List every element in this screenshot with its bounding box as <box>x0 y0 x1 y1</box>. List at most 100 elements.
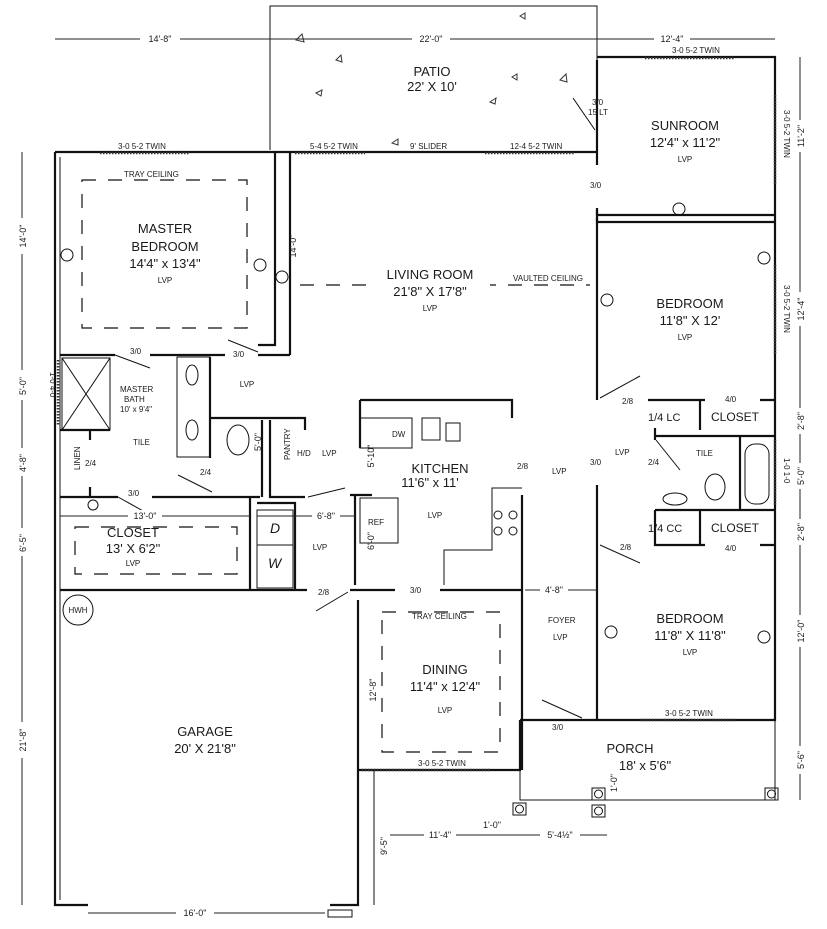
dim-closet-width: 13'-0" <box>134 511 157 521</box>
bedroom-1-name: BEDROOM <box>656 296 723 311</box>
sunroom-name: SUNROOM <box>651 118 719 133</box>
bedroom-2-door: 2/8 <box>620 543 632 552</box>
phone-icon <box>60 248 74 262</box>
kitchen-name: KITCHEN <box>411 461 468 476</box>
bedroom-2: BEDROOM 11'8" X 11'8" LVP 2/8 <box>599 543 771 657</box>
hall-bath-floor: TILE <box>696 449 713 458</box>
garage-door: 2/8 <box>318 588 330 597</box>
bedroom-1-door: 2/8 <box>622 397 634 406</box>
left-dimensions: 14'-0" 5'-0" 4'-8" 6'-5" 21'-8" <box>15 152 29 905</box>
bedroom-1-size: 11'8" X 12' <box>660 313 721 328</box>
dim-bottom-1: 11'-4" <box>429 830 451 840</box>
window-slider: 9' SLIDER <box>410 142 447 151</box>
dining-name: DINING <box>422 662 468 677</box>
closet-1-name: CLOSET <box>711 410 760 424</box>
master-bedroom-name-2: BEDROOM <box>131 239 198 254</box>
dim-bottom-2: 1'-0" <box>483 820 501 830</box>
dim-right-1: 11'-2" <box>796 125 806 147</box>
porch-post-icon <box>512 802 527 816</box>
dim-right-7: 5'-6" <box>796 751 806 769</box>
window-living-top: 5-4 5-2 TWIN <box>310 142 358 151</box>
dim-left-2: 5'-0" <box>18 377 28 395</box>
water-heater-icon <box>62 594 94 626</box>
range-icon <box>493 510 518 536</box>
dim-bottom-3: 5'-4½" <box>547 830 572 840</box>
closet-1-door: 4/0 <box>725 395 737 404</box>
living-room-name: LIVING ROOM <box>387 267 474 282</box>
master-bath-door: 3/0 <box>130 347 142 356</box>
wc-door: 2/4 <box>200 468 212 477</box>
dim-dining-height: 12'-8" <box>368 679 378 702</box>
porch-name: PORCH <box>607 741 654 756</box>
tv-icon <box>600 293 614 307</box>
bedroom-1-door-swing <box>599 375 641 399</box>
dim-top-right: 12'-4" <box>661 34 684 44</box>
top-dimensions: 14'-8" 22'-0" 12'-4" <box>55 33 775 45</box>
dim-porch-post: 1'-0" <box>609 774 619 792</box>
sink-icon <box>185 364 199 386</box>
master-bath-name-1: MASTER <box>120 385 154 394</box>
sink-icon <box>421 417 441 441</box>
front-door-swing <box>541 699 583 719</box>
shower <box>61 357 111 431</box>
closet-door-swing <box>117 496 146 513</box>
living-room: LIVING ROOM 21'8" X 17'8" LVP VAULTED CE… <box>300 262 590 313</box>
phone-icon <box>757 630 771 644</box>
bedroom-2-size: 11'8" X 11'8" <box>654 628 726 643</box>
window-master-bath: 1-0 4-0 <box>48 372 57 398</box>
pantry-floor: LVP <box>322 449 337 458</box>
hose-bib-icon <box>327 909 353 918</box>
bedroom-2-name: BEDROOM <box>656 611 723 626</box>
fan-icon <box>672 202 686 216</box>
dining-size: 11'4" x 12'4" <box>410 679 481 694</box>
sunroom-size: 12'4" x 11'2" <box>650 135 721 150</box>
dim-ref: 6'-0" <box>366 532 376 550</box>
dim-wc: 5'-0" <box>253 433 263 451</box>
refrigerator-label: REF <box>368 518 384 527</box>
master-bedroom-floor: LVP <box>158 276 173 285</box>
kitchen-opening: 2/8 <box>517 462 529 471</box>
patio-size: 22' X 10' <box>407 79 457 94</box>
window-bedroom2-bottom: 3-0 5-2 TWIN <box>665 709 713 718</box>
dishwasher-label: DW <box>392 430 406 439</box>
sink-icon <box>185 419 199 441</box>
sunroom: SUNROOM 12'4" x 11'2" LVP 3/0 15 LT 3/0 <box>572 97 721 216</box>
window-bedroom1-right: 3-0 5-2 TWIN <box>782 285 791 333</box>
foyer: FOYER LVP 3/0 <box>541 616 583 732</box>
patio-concrete-marks <box>295 12 568 146</box>
master-bed-door: 3/0 <box>233 350 245 359</box>
right-dimensions: 11'-2" 12'-4" 2'-8" 5'-0" 2'-8" 12'-0" 5… <box>794 57 808 800</box>
dim-left-3: 4'-8" <box>18 454 28 472</box>
dim-hall-width: 4'-8" <box>545 585 563 595</box>
window-master-top: 3-0 5-2 TWIN <box>118 142 166 151</box>
kitchen: DW REF KITCHEN 11'6" x 11' LVP 2/8 3/0 <box>359 417 529 595</box>
master-bath-name-2: BATH <box>124 395 145 404</box>
kitchen-size: 11'6" x 11' <box>401 475 459 490</box>
patio-door-swing <box>572 97 596 131</box>
dim-right-5: 2'-8" <box>796 523 806 541</box>
laundry-floor: LVP <box>313 543 328 552</box>
wc-door-swing <box>177 474 213 493</box>
master-bedroom-name-1: MASTER <box>138 221 192 236</box>
porch-post-icon <box>591 787 606 801</box>
patio: PATIO 22' X 10' <box>269 5 598 150</box>
foyer-floor: LVP <box>553 633 568 642</box>
porch: PORCH 18' x 5'6" <box>512 741 779 818</box>
master-bed-door-swing <box>227 339 259 353</box>
washer-label: W <box>268 555 283 571</box>
hall-bath-door-swing <box>655 439 681 471</box>
dim-left-4: 6'-5" <box>18 534 28 552</box>
sink-icon <box>662 492 688 506</box>
window-sunroom-right: 3-0 5-2 TWIN <box>782 110 791 158</box>
porch-post-icon <box>764 787 779 801</box>
dim-left-1: 14'-0" <box>18 225 28 248</box>
dim-left-5: 21'-8" <box>18 729 28 752</box>
living-room-floor: LVP <box>423 304 438 313</box>
toilet-icon <box>704 473 726 501</box>
master-bath: MASTER BATH 10' x 9'4" TILE LVP 3/0 3/0 … <box>61 339 259 513</box>
window-bath: 1-0 1-0 <box>782 458 791 484</box>
garage-size: 20' X 21'8" <box>174 741 236 756</box>
refrigerator <box>359 497 399 544</box>
foyer-name: FOYER <box>548 616 576 625</box>
